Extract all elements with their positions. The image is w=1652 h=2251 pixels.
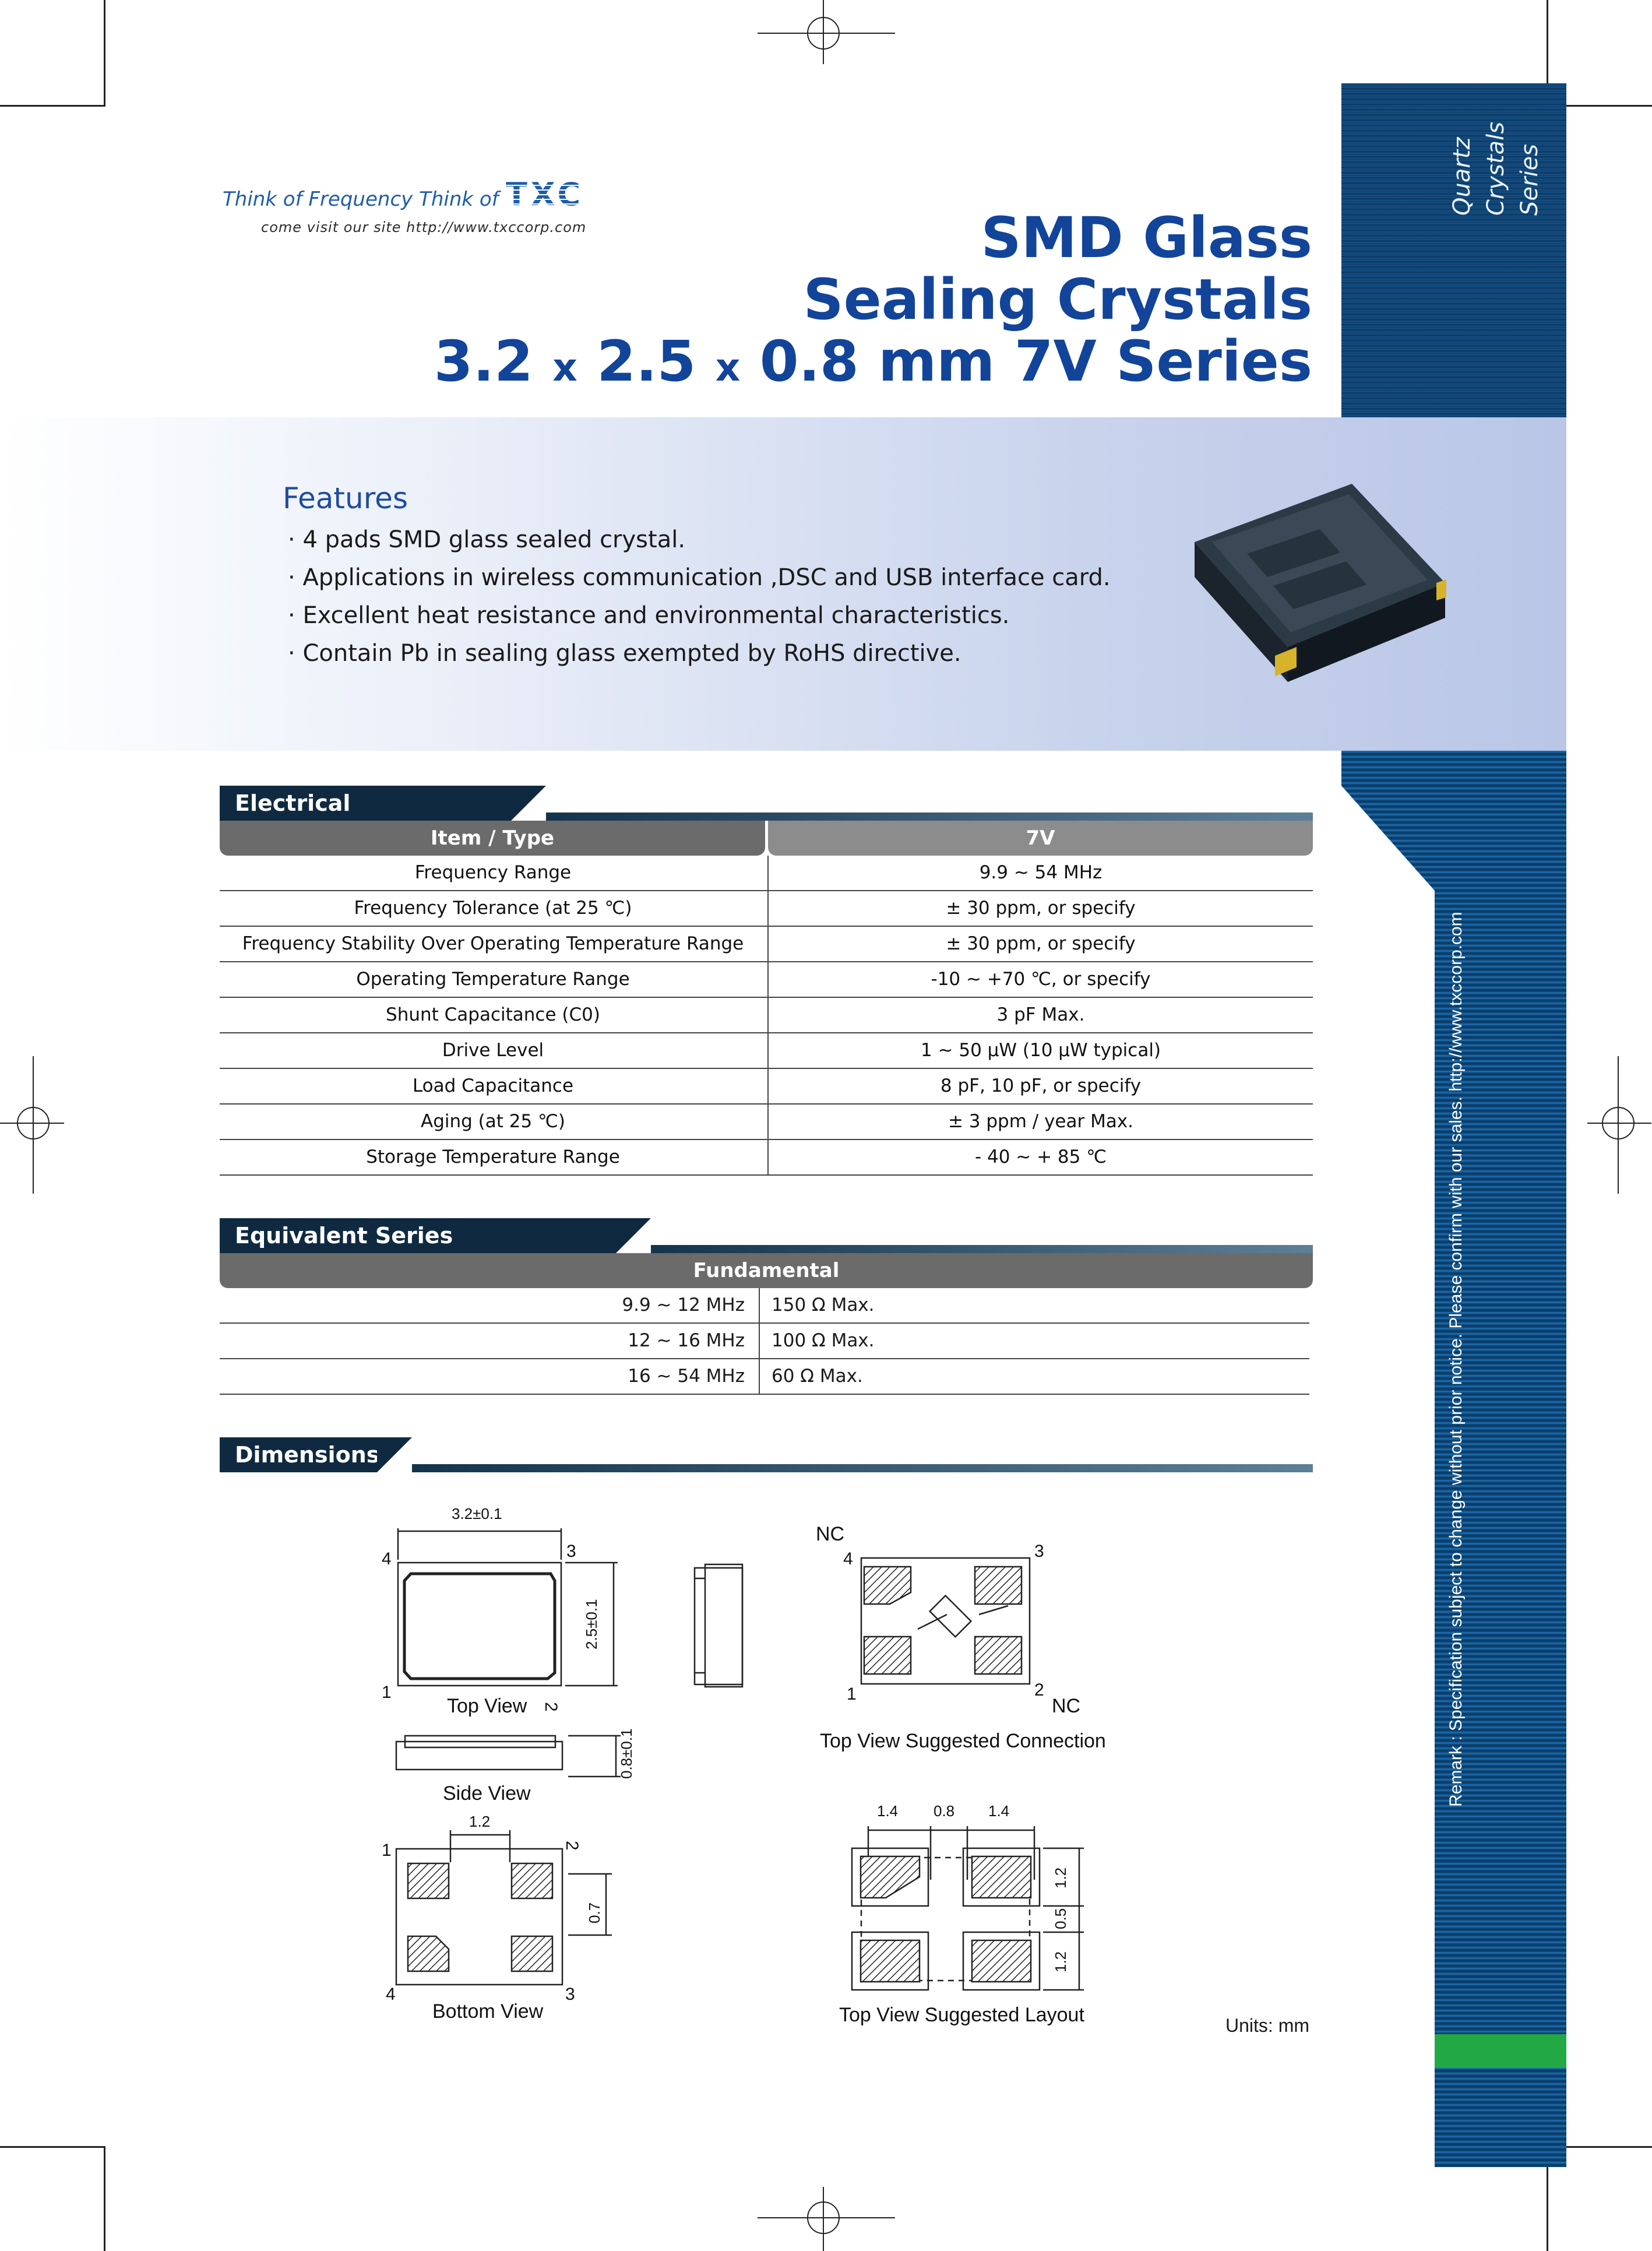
esr-row: 16 ~ 54 MHz 60 Ω Max. — [220, 1359, 1309, 1395]
pin-label: 4 — [843, 1549, 853, 1568]
category-label: Quartz Crystals Series — [1449, 121, 1543, 216]
registration-mark — [17, 1107, 50, 1139]
dim-height-label: 0.8±0.1 — [618, 1728, 635, 1779]
accent-bar — [1435, 2034, 1566, 2068]
feature-item: Contain Pb in sealing glass exempted by … — [288, 635, 1111, 673]
txc-logo: TXC — [506, 178, 608, 210]
table-header-fundamental: Fundamental — [220, 1253, 1313, 1288]
pin-label: 3 — [566, 1542, 576, 1561]
features-list: 4 pads SMD glass sealed crystal. Applica… — [288, 521, 1111, 673]
layout-width-label: 1.4 — [988, 1802, 1010, 1820]
pin-label: 2 — [1034, 1680, 1044, 1700]
table-row: Aging (at 25 ℃)± 3 ppm / year Max. — [220, 1105, 1313, 1140]
table-row: Shunt Capacitance (C0)3 pF Max. — [220, 998, 1313, 1033]
pin-label: 1 — [382, 1841, 392, 1860]
layout-width-label: 1.4 — [877, 1802, 899, 1820]
pin-label: 4 — [382, 1549, 392, 1568]
site-url: come visit our site http://www.txccorp.c… — [261, 219, 587, 235]
esr-section-header: Equivalent Series Resistance(ESR) — [220, 1218, 1313, 1283]
units-label: Units: mm — [1225, 2015, 1309, 2036]
dim-pad-height-label: 0.7 — [586, 1902, 603, 1923]
feature-item: Excellent heat resistance and environmen… — [288, 597, 1111, 635]
table-row: Frequency Tolerance (at 25 ℃)± 30 ppm, o… — [220, 891, 1313, 927]
pin-label: 3 — [565, 1985, 575, 2004]
top-view-label: Top View — [447, 1695, 527, 1717]
table-row: Frequency Stability Over Operating Tempe… — [220, 927, 1313, 962]
table-row: Operating Temperature Range-10 ~ +70 ℃, … — [220, 962, 1313, 998]
nc-label: NC — [1052, 1695, 1081, 1717]
crystal-product-image — [1195, 484, 1446, 682]
crop-mark — [1547, 105, 1652, 107]
page-title: SMD Glass Sealing Crystals 3.2 x 2.5 x 0… — [434, 205, 1312, 394]
crop-mark — [0, 2146, 105, 2148]
pin-label: 4 — [386, 1985, 396, 2004]
layout-hgap-label: 0.5 — [1052, 1908, 1069, 1929]
table-header-item: Item / Type — [220, 821, 765, 856]
table-header-type: 7V — [768, 821, 1313, 856]
crop-mark — [1547, 2146, 1548, 2251]
crop-mark — [1547, 0, 1548, 107]
tagline: Think of Frequency Think of — [223, 188, 499, 211]
sidebar-strip — [1341, 751, 1566, 2167]
pin-label: 3 — [1034, 1542, 1044, 1561]
nc-label: NC — [816, 1523, 845, 1545]
sidebar-strip-top — [1341, 83, 1566, 417]
crop-mark — [104, 2146, 105, 2251]
crop-mark — [0, 105, 105, 107]
bottom-view-label: Bottom View — [432, 2000, 544, 2023]
pin-label: 1 — [382, 1683, 392, 1702]
dim-length-label: 3.2±0.1 — [452, 1505, 502, 1522]
layout-height-label: 1.2 — [1052, 1867, 1069, 1888]
registration-mark — [1602, 1107, 1635, 1139]
layout-height-label: 1.2 — [1052, 1951, 1069, 1972]
crop-mark — [104, 0, 105, 107]
pin-label: 2 — [541, 1702, 561, 1712]
dimensions-section-header: Dimensions — [220, 1437, 1313, 1472]
registration-mark — [807, 17, 840, 50]
connection-label: Top View Suggested Connection — [820, 1730, 1106, 1752]
features-title: Features — [283, 481, 408, 515]
remark-text: Remark : Specification subject to change… — [1446, 912, 1466, 1807]
feature-item: Applications in wireless communication ,… — [288, 559, 1110, 597]
pin-label: 1 — [847, 1684, 857, 1704]
pin-label: 2 — [562, 1841, 582, 1851]
feature-item: 4 pads SMD glass sealed crystal. — [288, 521, 1111, 559]
side-view-label: Side View — [443, 1782, 531, 1805]
crop-mark — [1547, 2146, 1652, 2148]
registration-mark — [807, 2201, 840, 2234]
dim-width-label: 2.5±0.1 — [583, 1599, 600, 1649]
table-row: Storage Temperature Range- 40 ~ + 85 ℃ — [220, 1140, 1313, 1176]
dim-pad-gap-label: 1.2 — [469, 1813, 491, 1830]
layout-label: Top View Suggested Layout — [839, 2004, 1084, 2026]
layout-gap-label: 0.8 — [934, 1802, 955, 1820]
